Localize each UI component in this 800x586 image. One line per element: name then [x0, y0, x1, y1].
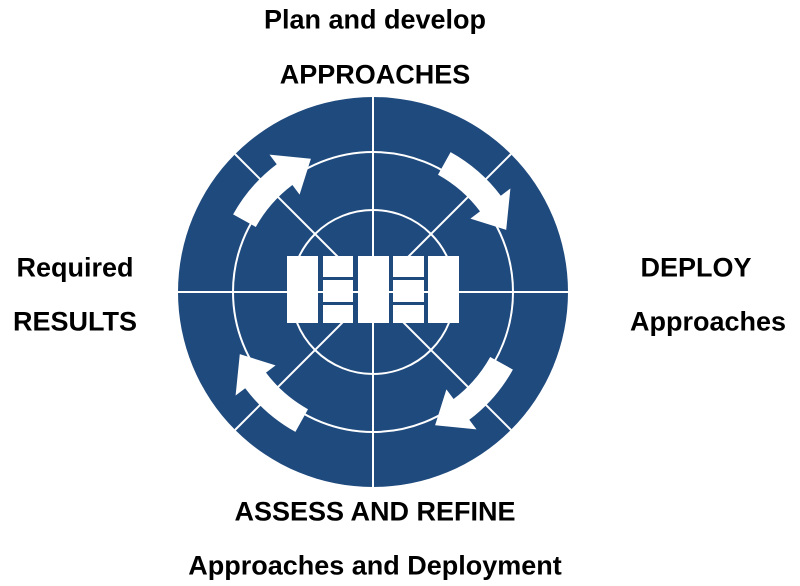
right-label-line2: Approaches	[629, 306, 787, 337]
top-label-line1: Plan and develop	[263, 4, 487, 35]
diagonal-divider	[400, 153, 512, 265]
diagonal-divider	[234, 153, 346, 265]
arrow-assess-icon	[435, 357, 513, 430]
arrow-deploy-icon	[438, 152, 511, 230]
bottom-label-line1: ASSESS AND REFINE	[234, 496, 516, 527]
diagonal-divider	[234, 319, 346, 431]
arrow-results-icon	[235, 354, 308, 432]
left-label-line2: RESULTS	[12, 306, 138, 337]
bottom-label-line2: Approaches and Deployment	[188, 550, 562, 581]
diagonal-divider	[400, 319, 512, 431]
right-label-line1: DEPLOY	[640, 252, 752, 283]
top-label-line2: APPROACHES	[279, 59, 471, 90]
arrow-plan-icon	[233, 154, 311, 227]
left-label-line1: Required	[16, 252, 134, 283]
center-blocks-icon	[287, 256, 459, 323]
